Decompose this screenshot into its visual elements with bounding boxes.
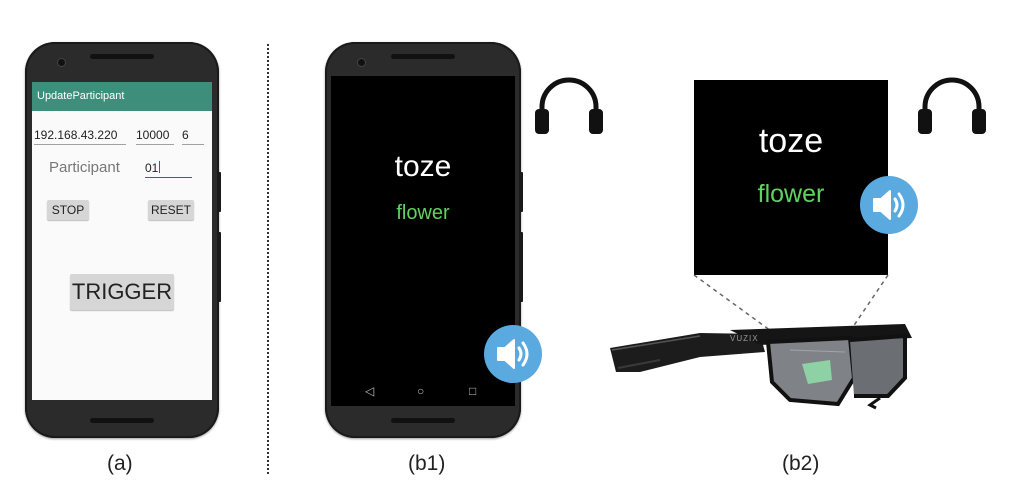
glasses-display-zoom: toze flower [694,80,888,275]
zoom-line-left [693,274,801,353]
translation-word: flower [396,202,450,224]
caption-b1: (b1) [408,452,446,475]
bottom-speaker-grill [90,418,154,423]
speaker-icon [484,325,542,383]
text-cursor [159,161,161,173]
volume-button [218,172,221,212]
caption-a: (a) [107,452,133,475]
stimulus-word: toze [394,150,452,183]
front-camera [57,58,66,67]
stop-button[interactable]: STOP [47,200,89,220]
ip-field[interactable]: 192.168.43.220 [34,126,126,145]
earpiece [391,54,455,59]
participant-label: Participant [49,159,120,176]
port-field[interactable]: 10000 [136,126,174,145]
speaker-icon [860,176,918,234]
glasses-brand-label: VUZIX [730,334,759,343]
screen-a: UpdateParticipant 192.168.43.220 10000 6… [32,82,212,400]
nav-home-icon[interactable]: ○ [417,384,425,398]
volume-button [520,172,523,212]
power-button [520,232,523,302]
trigger-button[interactable]: TRIGGER [70,274,174,310]
front-camera [357,58,366,67]
earpiece [90,54,154,59]
power-button [218,232,221,302]
caption-b2: (b2) [782,452,820,475]
nav-recent-icon[interactable]: □ [469,384,477,398]
nav-back-icon[interactable]: ◁ [365,384,375,398]
panel-divider [267,44,269,474]
participant-field[interactable]: 01 [145,159,192,178]
bottom-speaker-grill [391,418,455,423]
participant-value: 01 [145,161,159,175]
stimulus-word: toze [758,122,824,160]
headphones-icon [916,74,988,141]
reset-button[interactable]: RESET [148,200,194,220]
count-field[interactable]: 6 [182,126,204,145]
translation-word: flower [757,180,825,208]
headphones-icon [533,74,605,141]
app-title: UpdateParticipant [32,82,212,111]
